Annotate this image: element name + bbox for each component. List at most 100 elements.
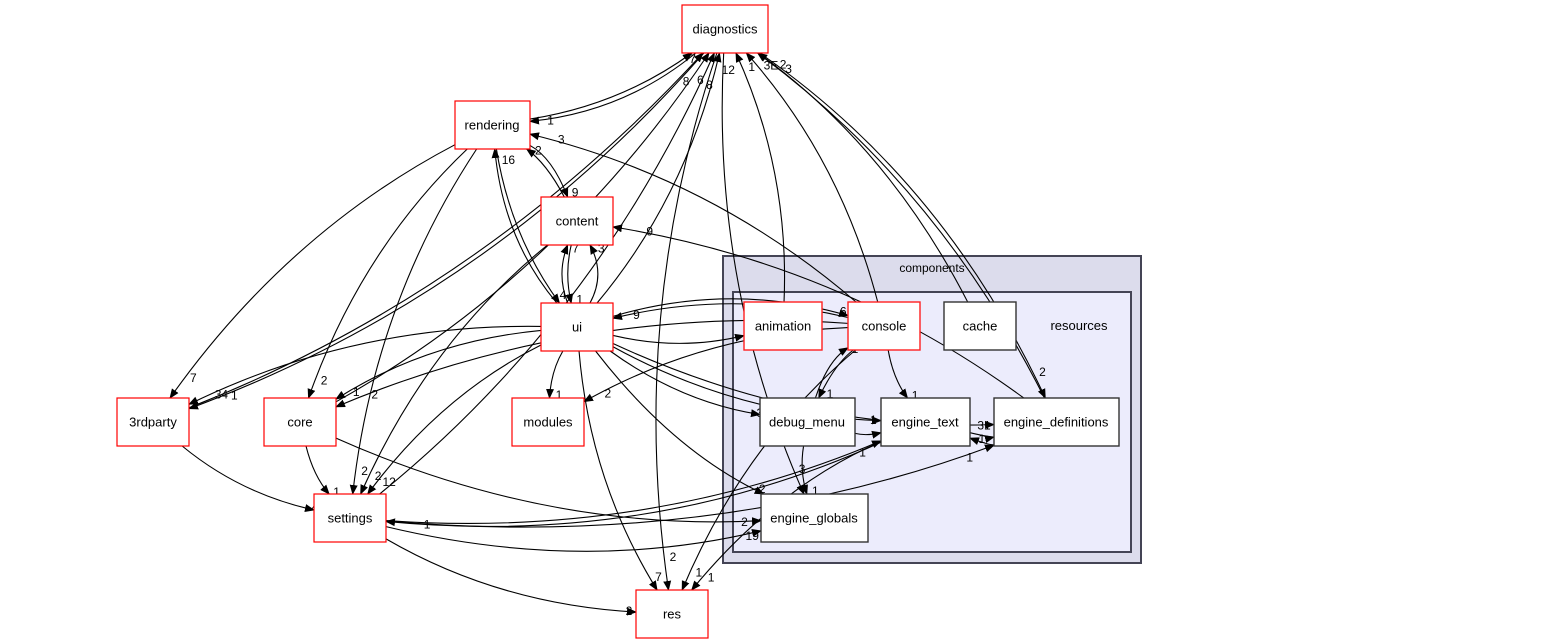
node-cache[interactable]: cache bbox=[943, 301, 1017, 351]
edge-label: 1 bbox=[859, 446, 866, 460]
edge-console-to-debug_menu bbox=[818, 349, 854, 399]
edge-ui-to-diagnostics bbox=[596, 52, 722, 304]
edge-label: 2 bbox=[604, 387, 611, 401]
node-3rdparty[interactable]: 3rdparty bbox=[116, 397, 190, 447]
edge-label: 1 bbox=[576, 293, 583, 307]
svg-text:animation: animation bbox=[755, 319, 811, 334]
edge-console-to-rendering bbox=[529, 132, 857, 303]
edge-label: 8 bbox=[706, 78, 713, 92]
edge-label: 3 bbox=[799, 462, 806, 476]
node-debug-menu[interactable]: debug_menu bbox=[759, 397, 856, 447]
edge-label: 1 bbox=[912, 389, 919, 403]
edge-rendering-to-settings bbox=[349, 148, 478, 495]
edge-console-to-res bbox=[681, 349, 856, 591]
node-ui[interactable]: ui bbox=[540, 302, 614, 352]
edge-label: 3 bbox=[598, 241, 605, 255]
edge-settings-to-diagnostics bbox=[379, 52, 715, 495]
cluster-resources-label: resources bbox=[1050, 318, 1108, 333]
edge-ui-to-res bbox=[578, 350, 658, 591]
edge-label: 1 bbox=[547, 113, 554, 127]
node-core[interactable]: core bbox=[263, 397, 337, 447]
edge-animation-to-diagnostics bbox=[735, 52, 786, 303]
svg-text:debug_menu: debug_menu bbox=[769, 415, 845, 430]
edge-label: 7 bbox=[689, 52, 696, 66]
edge-debug_menu-to-console bbox=[814, 347, 849, 399]
node-diagnostics[interactable]: diagnostics bbox=[681, 4, 769, 54]
edge-console-to-diagnostics bbox=[745, 52, 879, 303]
node-console[interactable]: console bbox=[847, 301, 921, 351]
svg-text:modules: modules bbox=[523, 415, 573, 430]
edge-rendering-to-diagnostics bbox=[529, 52, 693, 120]
edge-label: 1 bbox=[708, 571, 715, 585]
node-modules[interactable]: modules bbox=[511, 397, 585, 447]
edge-label: 1 bbox=[424, 518, 431, 532]
svg-text:engine_globals: engine_globals bbox=[770, 511, 858, 526]
edge-core-to-engine_globals bbox=[335, 437, 762, 526]
edge-settings-to-res bbox=[385, 538, 637, 616]
edge-ui-to-core bbox=[335, 329, 542, 400]
edge-label: 3 bbox=[558, 132, 565, 146]
svg-text:engine_definitions: engine_definitions bbox=[1004, 415, 1109, 430]
svg-text:3rdparty: 3rdparty bbox=[129, 415, 177, 430]
svg-text:rendering: rendering bbox=[465, 118, 520, 133]
edge-label: 1 bbox=[353, 385, 360, 399]
edge-3rdparty-to-diagnostics bbox=[188, 52, 704, 409]
svg-text:ui: ui bbox=[572, 320, 582, 335]
edge-core-to-diagnostics bbox=[335, 52, 710, 403]
edge-label: 1 bbox=[827, 387, 834, 401]
edge-label: 4 bbox=[560, 288, 567, 302]
edge-content-to-settings bbox=[360, 244, 548, 495]
edge-label: 3 bbox=[785, 62, 792, 76]
node-engine-text[interactable]: engine_text bbox=[880, 397, 971, 447]
node-animation[interactable]: animation bbox=[743, 301, 823, 351]
edge-label: 6 bbox=[840, 305, 847, 319]
edge-label: 9 bbox=[633, 308, 640, 322]
edge-label: 1 bbox=[231, 388, 238, 402]
edge-ui-to-settings bbox=[367, 344, 542, 495]
edge-label: 12 bbox=[722, 63, 736, 77]
node-engine-globals[interactable]: engine_globals bbox=[760, 493, 869, 543]
edge-label: 1 bbox=[979, 432, 986, 446]
node-res[interactable]: res bbox=[635, 589, 709, 639]
node-settings[interactable]: settings bbox=[313, 493, 387, 543]
edge-label: 2 bbox=[361, 464, 368, 478]
node-content[interactable]: content bbox=[540, 196, 614, 246]
edge-label: 31 bbox=[977, 418, 991, 432]
edge-label: 1 bbox=[556, 388, 563, 402]
edge-label: 2 bbox=[759, 482, 766, 496]
edge-label: 2 bbox=[780, 57, 787, 71]
edge-diagnostics-to-res bbox=[655, 52, 718, 591]
svg-text:console: console bbox=[862, 319, 907, 334]
edge-ui-to-modules bbox=[546, 350, 564, 399]
edge-settings-to-engine_globals bbox=[385, 526, 762, 552]
edge-ui-to-engine_globals bbox=[595, 350, 765, 495]
edge-label: 2 bbox=[375, 469, 382, 483]
edge-label: 1 bbox=[333, 485, 340, 499]
svg-text:res: res bbox=[663, 607, 682, 622]
edge-label: 7 bbox=[655, 570, 662, 584]
edge-ui-to-content bbox=[560, 244, 569, 304]
edge-rendering-to-3rdparty bbox=[169, 144, 456, 399]
edge-ui-to-3rdparty bbox=[188, 325, 542, 405]
edge-ui-to-content bbox=[589, 244, 599, 304]
edge-label: 1 bbox=[870, 413, 877, 427]
edge-content-to-ui bbox=[565, 244, 574, 304]
edge-label: 1 bbox=[748, 60, 755, 74]
edge-label: 9 bbox=[572, 185, 579, 199]
edge-3rdparty-to-settings bbox=[181, 445, 315, 512]
edge-console-to-engine_text bbox=[887, 349, 909, 399]
edge-core-to-settings bbox=[305, 445, 330, 495]
edge-engine_definitions-to-content bbox=[612, 224, 1025, 399]
edge-label: 2 bbox=[371, 387, 378, 401]
edge-diagnostics-to-3rdparty bbox=[188, 52, 705, 410]
edge-label: 2 bbox=[321, 373, 328, 387]
edge-label: 7 bbox=[572, 241, 579, 255]
node-rendering[interactable]: rendering bbox=[454, 100, 531, 150]
edge-label: 12 bbox=[382, 475, 396, 489]
edge-rendering-to-ui bbox=[495, 148, 561, 304]
edge-label: 1 bbox=[695, 566, 702, 580]
node-engine-definitions[interactable]: engine_definitions bbox=[993, 397, 1120, 447]
edge-label: 19 bbox=[746, 529, 760, 543]
svg-text:engine_text: engine_text bbox=[891, 415, 959, 430]
